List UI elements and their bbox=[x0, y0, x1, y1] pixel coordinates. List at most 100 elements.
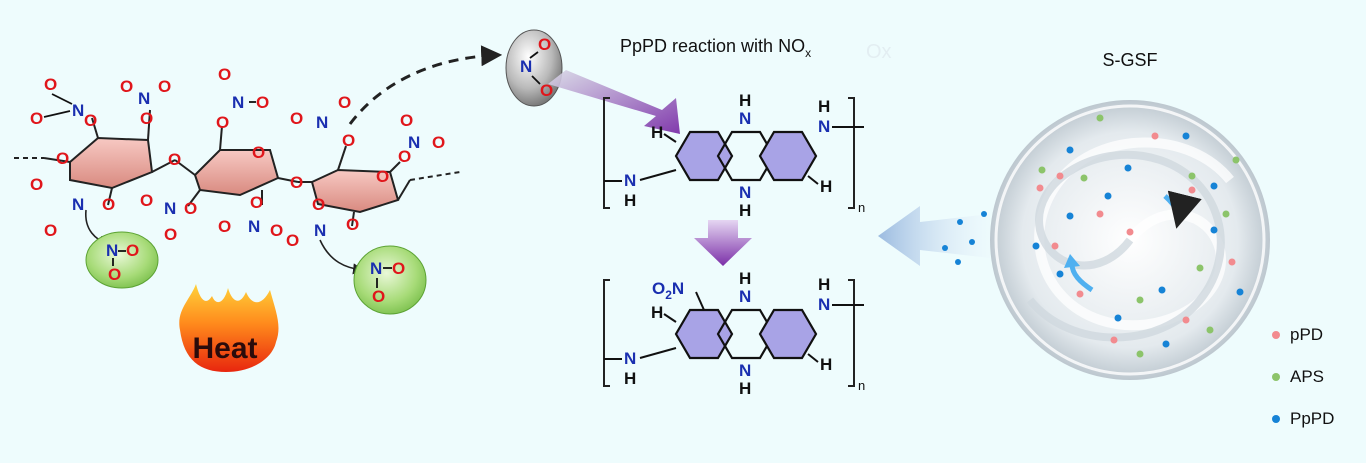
atom-o: O bbox=[140, 109, 153, 128]
nitrate-group: O N O O bbox=[120, 77, 171, 128]
atom-o: O bbox=[120, 77, 133, 96]
atom-o: O bbox=[218, 217, 231, 236]
atom-o: O bbox=[250, 193, 263, 212]
atom-o: O bbox=[158, 77, 171, 96]
nitrate-group: O N O O bbox=[30, 75, 97, 130]
atom-n: N bbox=[72, 101, 84, 120]
ghost-text: Ox bbox=[866, 41, 892, 63]
atom-h: H bbox=[818, 275, 830, 294]
atom-o: O bbox=[372, 287, 385, 306]
nitrocellulose-structure: O O O O O O N O O O N O O O N O O O N bbox=[14, 65, 461, 275]
atom-n: N bbox=[624, 171, 636, 190]
atom-n: N bbox=[818, 295, 830, 314]
atom-o: O bbox=[102, 195, 115, 214]
nitrate-group: O N O O bbox=[140, 191, 197, 244]
atom-o: O bbox=[184, 199, 197, 218]
sgsf-label: S-GSF bbox=[1102, 50, 1157, 70]
heat-flame: Heat bbox=[179, 284, 279, 372]
atom-o: O bbox=[270, 221, 283, 240]
legend: pPD APS PpPD bbox=[1272, 325, 1334, 428]
atom-o: O bbox=[84, 111, 97, 130]
atom-o: O bbox=[44, 221, 57, 240]
atom-o: O bbox=[346, 215, 359, 234]
atom-n: N bbox=[248, 217, 260, 236]
release-arrow-left bbox=[878, 206, 990, 266]
atom-o: O bbox=[216, 113, 229, 132]
atom-o: O bbox=[126, 241, 139, 260]
atom-o: O bbox=[312, 195, 325, 214]
atom-n: N bbox=[739, 109, 751, 128]
atom-o: O bbox=[290, 173, 303, 192]
atom-n: N bbox=[232, 93, 244, 112]
atom-h: H bbox=[739, 91, 751, 110]
atom-o: O bbox=[252, 143, 265, 162]
glucose-ring-3 bbox=[298, 145, 411, 227]
atom-o: O bbox=[140, 191, 153, 210]
atom-n: N bbox=[818, 117, 830, 136]
down-arrow bbox=[694, 220, 752, 266]
legend-label: APS bbox=[1290, 367, 1324, 386]
atom-h: H bbox=[739, 269, 751, 288]
atom-n: N bbox=[520, 57, 532, 76]
atom-o: O bbox=[56, 149, 69, 168]
atom-o: O bbox=[286, 231, 299, 250]
no2-bubble-left: N O O bbox=[85, 231, 159, 289]
atom-n: N bbox=[106, 241, 118, 260]
nitro-ppd-polymer-structure: n O2N H N H N H N H N H H bbox=[603, 269, 865, 398]
nitrate-group: O N O O bbox=[290, 93, 355, 150]
legend-swatch bbox=[1272, 331, 1280, 339]
atom-n: N bbox=[164, 199, 176, 218]
nitrate-group: O N O O bbox=[218, 193, 283, 240]
no2-bubble-gray: O N O bbox=[505, 29, 563, 107]
atom-o: O bbox=[338, 93, 351, 112]
atom-h: H bbox=[651, 303, 663, 322]
atom-h: H bbox=[624, 369, 636, 388]
atom-h: H bbox=[739, 379, 751, 398]
sgsf-dish bbox=[990, 100, 1270, 380]
atom-o: O bbox=[398, 147, 411, 166]
atom-n: N bbox=[739, 361, 751, 380]
atom-o: O bbox=[400, 111, 413, 130]
atom-o: O bbox=[30, 109, 43, 128]
atom-h: H bbox=[818, 97, 830, 116]
repeat-n: n bbox=[858, 378, 865, 393]
nitrate-group: O N O O bbox=[398, 111, 445, 166]
ppd-polymer-structure: n H N H N H N H N H H bbox=[603, 91, 865, 220]
atom-h: H bbox=[820, 177, 832, 196]
atom-h: H bbox=[739, 201, 751, 220]
glucose-ring-1 bbox=[43, 109, 176, 206]
atom-n: N bbox=[72, 195, 84, 214]
atom-o: O bbox=[432, 133, 445, 152]
atom-n: N bbox=[408, 133, 420, 152]
nitrate-group: O N O O bbox=[30, 175, 115, 240]
legend-swatch bbox=[1272, 415, 1280, 423]
atom-n: N bbox=[739, 287, 751, 306]
no2-bubble-right: N O O bbox=[353, 245, 427, 315]
release-arrow bbox=[348, 45, 503, 125]
atom-n: N bbox=[624, 349, 636, 368]
atom-h: H bbox=[820, 355, 832, 374]
diagram-title: PpPD reaction with NOx bbox=[620, 36, 811, 60]
atom-o: O bbox=[108, 265, 121, 284]
atom-n: N bbox=[138, 89, 150, 108]
atom-n: N bbox=[316, 113, 328, 132]
atom-o: O bbox=[218, 65, 231, 84]
legend-label: PpPD bbox=[1290, 409, 1334, 428]
atom-n: N bbox=[739, 183, 751, 202]
atom-o: O bbox=[168, 150, 181, 169]
atom-n: N bbox=[314, 221, 326, 240]
atom-n: N bbox=[370, 259, 382, 278]
ppd-particles-released bbox=[942, 211, 987, 265]
legend-label: pPD bbox=[1290, 325, 1323, 344]
reaction-beam-arrow bbox=[548, 70, 680, 134]
atom-h: H bbox=[651, 123, 663, 142]
atom-o: O bbox=[44, 75, 57, 94]
nitrate-group: O N O O bbox=[286, 195, 359, 250]
atom-o: O bbox=[342, 131, 355, 150]
atom-o: O bbox=[538, 35, 551, 54]
heat-label: Heat bbox=[192, 332, 257, 365]
atom-o: O bbox=[540, 81, 553, 100]
legend-swatch bbox=[1272, 373, 1280, 381]
atom-o: O bbox=[376, 167, 389, 186]
